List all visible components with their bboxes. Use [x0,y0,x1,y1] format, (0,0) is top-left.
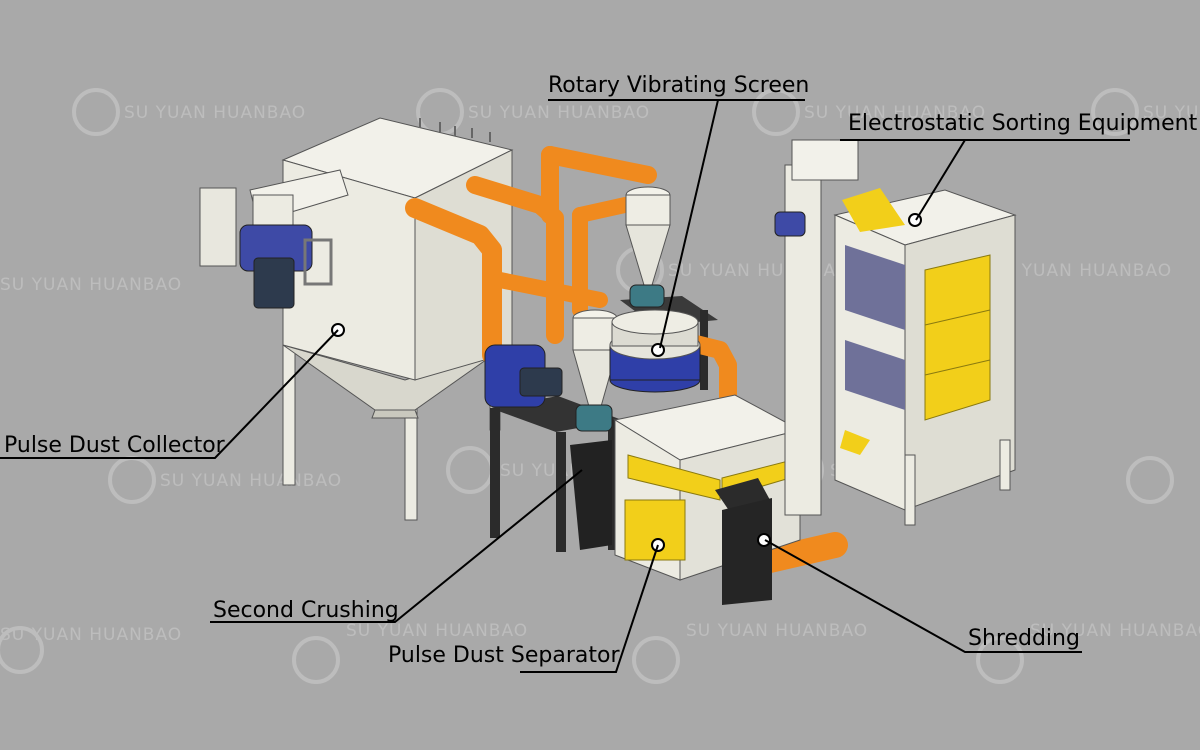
label-second-crushing: Second Crushing [213,598,399,623]
watermark-text: SU YUAN HUANBAO [990,261,1172,281]
leader-dust-separator [520,544,659,673]
pulse-dust-collector [199,117,514,521]
watermark: SU YUAN HUANBAO [108,456,342,504]
cyclone-upper [625,186,671,308]
watermark: SU YUAN HUANBAO [292,621,528,684]
watermark-text: SU YUAN HUANBAO [0,275,182,295]
orange-pipes [405,146,848,573]
label-layer: Rotary Vibrating Screen Electrostatic So… [4,73,1198,668]
leader-electrostatic [840,139,1130,221]
watermark: SU YUAN HUANBAO [72,88,306,136]
label-electrostatic-sorting-equipment: Electrostatic Sorting Equipment [848,111,1198,136]
watermark-text: SU YUAN HUANBAO [160,471,342,491]
blue-fan [484,344,563,408]
label-pulse-dust-separator: Pulse Dust Separator [388,643,620,668]
watermark-text: SU YUAN HUANBAO [468,103,650,123]
watermark-text: SU YUAN HUANBAO [124,103,306,123]
watermark-text: SU YUAN HUANBAO [686,621,868,641]
leader-lines [0,99,1130,673]
label-shredding: Shredding [968,626,1080,651]
leader-shredding [764,539,1082,653]
shredder [715,478,772,605]
leader-rotary-screen [548,99,805,349]
watermark: SU YUAN HUANBAO [0,275,182,295]
watermark: SU YUAN HUANBAO [0,625,182,674]
leader-second-crushing [210,469,583,623]
watermark-text: SU YUAN HUANBAO [804,103,986,123]
rotary-vibrating-screen [609,309,701,393]
watermark: SU YUAN HUANBAO [976,621,1200,684]
watermark-text: SU YUAN HUANBAO [668,261,850,281]
watermark: SU YUAN HUANBAO [752,88,986,136]
watermark-text: SU YUAN HUANBAO [0,625,182,645]
leader-dust-collector [0,329,339,459]
label-pulse-dust-collector: Pulse Dust Collector [4,433,226,458]
electrostatic-sorting-equipment [774,139,1017,526]
watermark-text: SU YUAN HUANBAO [1143,103,1200,123]
label-rotary-vibrating-screen: Rotary Vibrating Screen [548,73,809,98]
watermark-text: SU YUAN HUANBAO [346,621,528,641]
watermark [1126,456,1174,504]
watermark: SU YUAN HUANBAO [632,621,868,684]
watermark: SU YUAN HUANBAO [1091,88,1200,136]
watermark-text: SU YUAN HUANBAO [1030,621,1200,641]
